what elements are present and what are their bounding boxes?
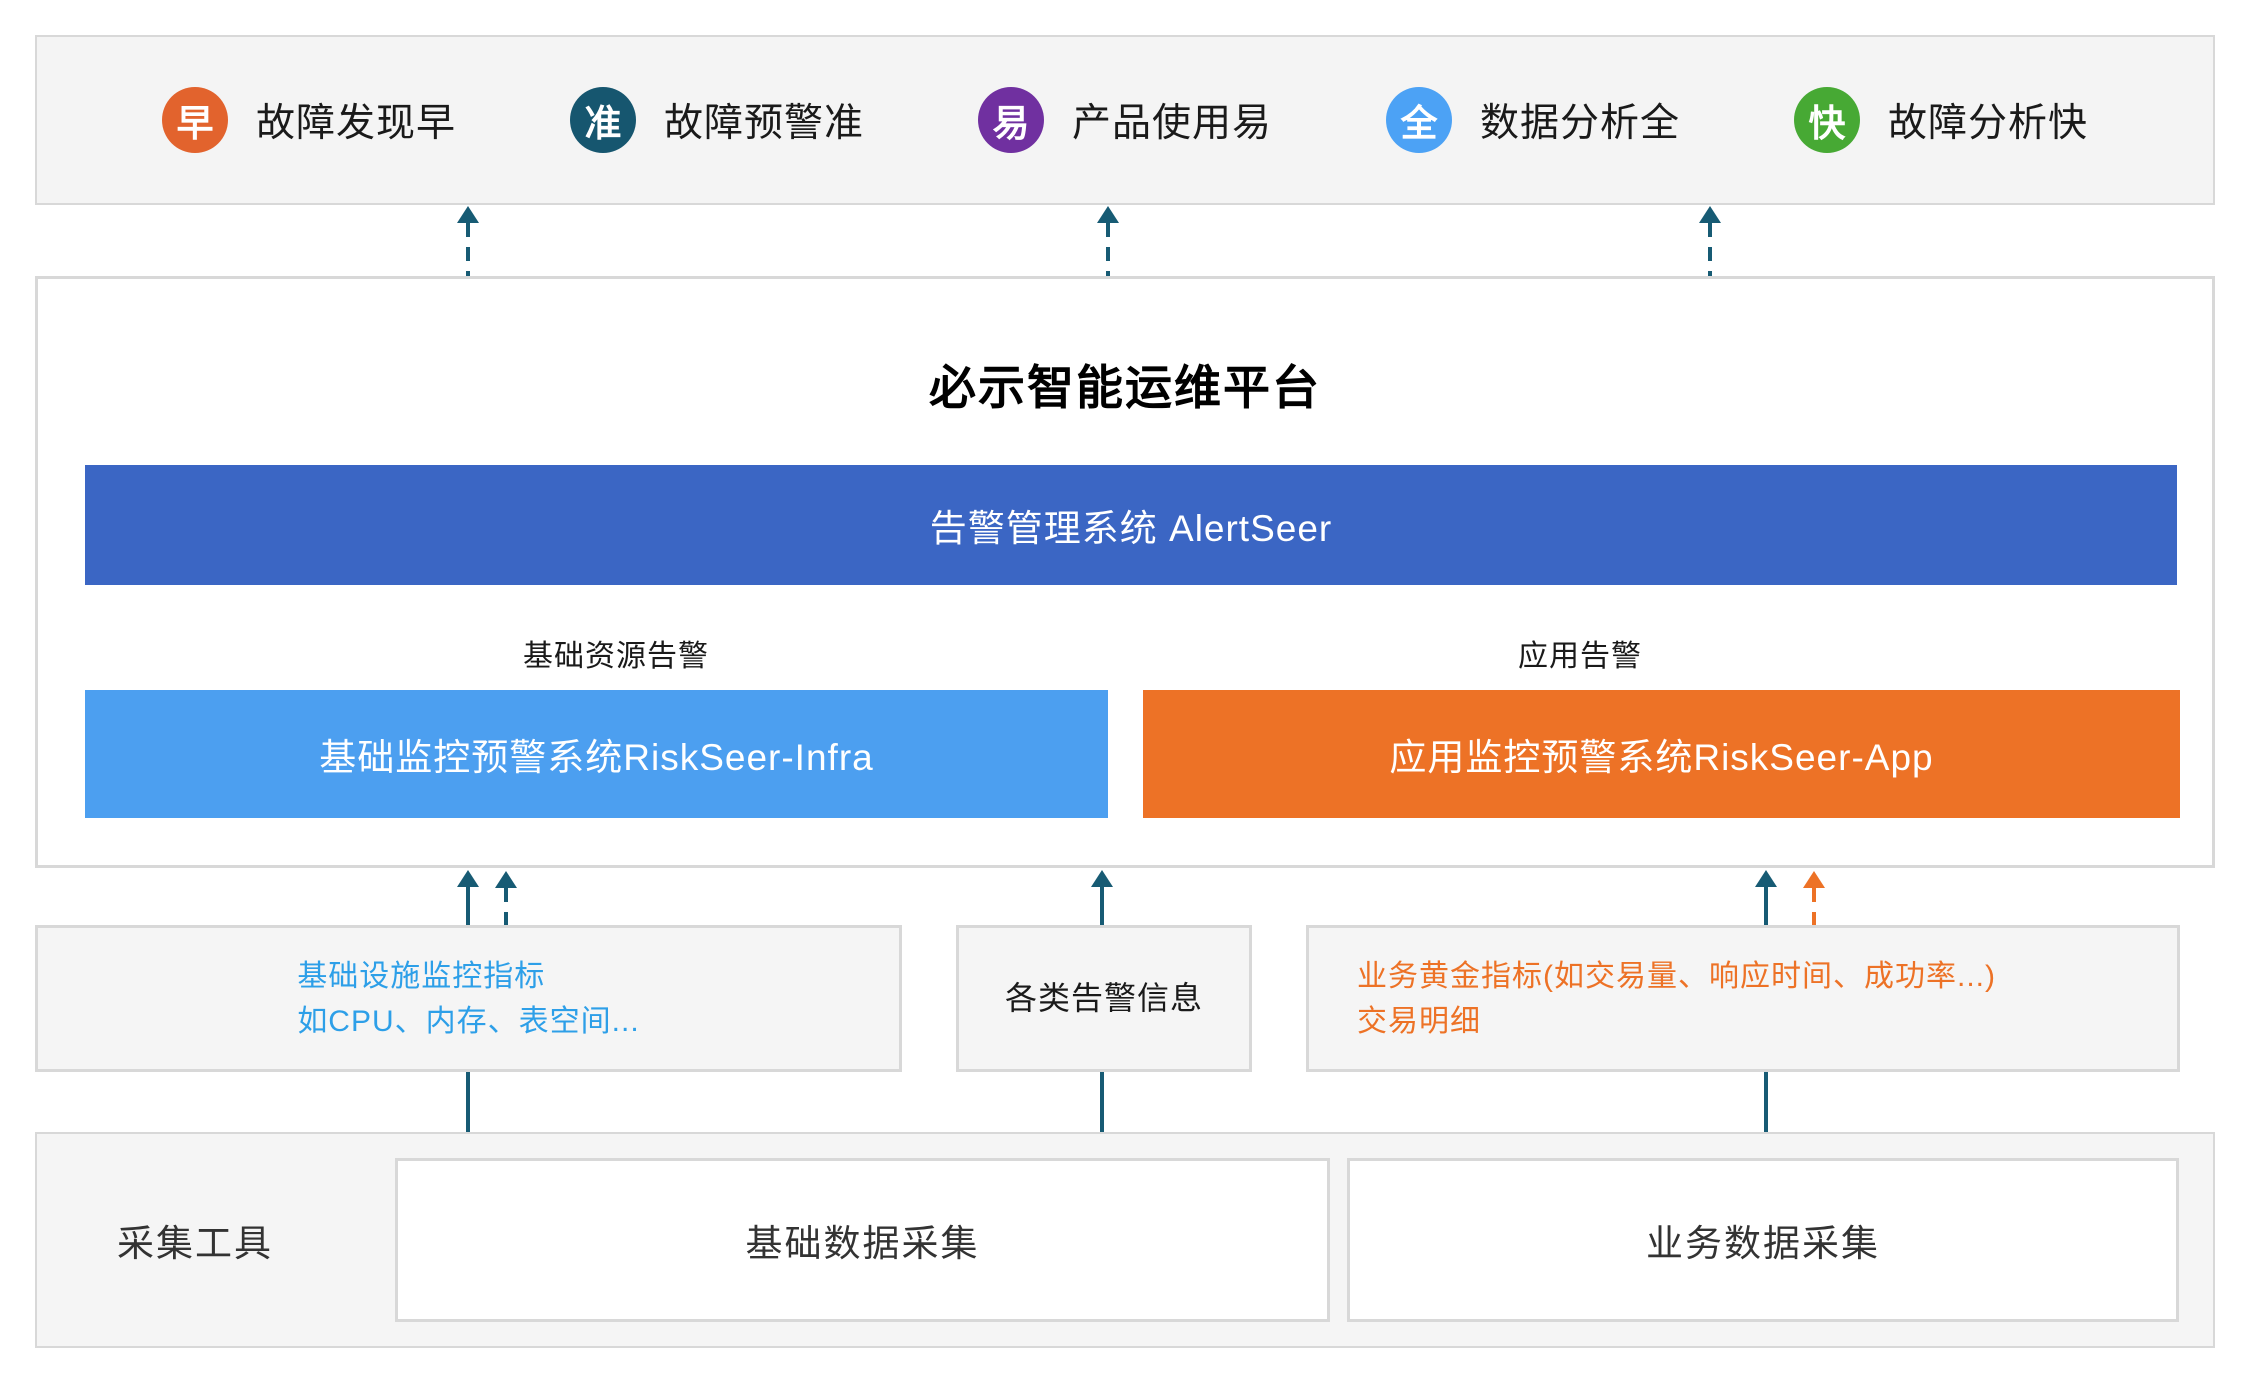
business-metrics-box: 业务黄金指标(如交易量、响应时间、成功率...) 交易明细 [1306, 925, 2180, 1072]
solid-arrow-up-icon [1755, 870, 1777, 925]
feature-label: 产品使用易 [1071, 102, 1272, 145]
infra-flow-label: 基础资源告警 [523, 640, 709, 673]
feature-label: 故障发现早 [256, 102, 457, 145]
solid-arrow-up-icon [1091, 870, 1113, 925]
feature-badge-icon: 全 [1385, 87, 1452, 153]
feature-label: 故障分析快 [1887, 102, 2088, 145]
infra-metrics-line2: 如CPU、内存、表空间... [297, 1004, 640, 1038]
feature-item: 准故障预警准 [569, 87, 864, 153]
feature-item: 早故障发现早 [162, 87, 456, 153]
collection-label: 采集工具 [117, 1223, 273, 1264]
alerts-info-box: 各类告警信息 [956, 925, 1252, 1072]
feature-badge-icon: 早 [162, 87, 228, 153]
business-data-collection-box: 业务数据采集 [1347, 1158, 2179, 1322]
basic-data-collection-box: 基础数据采集 [395, 1158, 1330, 1322]
dashed-arrow-up-icon [457, 206, 479, 276]
platform-title: 必示智能运维平台 [929, 361, 1321, 414]
feature-badge-icon: 易 [977, 87, 1044, 153]
connector-line [1764, 1072, 1768, 1132]
feature-item: 全数据分析全 [1385, 87, 1680, 153]
platform-box: 必示智能运维平台 告警管理系统 AlertSeer 基础资源告警 应用告警 基础… [35, 276, 2215, 967]
collection-section: 采集工具 基础数据采集 业务数据采集 [35, 1132, 2215, 1348]
alerts-info-text: 各类告警信息 [1004, 980, 1203, 1016]
features-bar: 早故障发现早 准故障预警准 易产品使用易 全数据分析全 快故障分析快 [35, 35, 2215, 205]
dashed-arrow-up-icon [1097, 206, 1119, 276]
feature-label: 数据分析全 [1479, 102, 1680, 145]
feature-badge-icon: 准 [569, 87, 636, 153]
solid-arrow-up-icon [457, 870, 479, 925]
feature-item: 易产品使用易 [977, 87, 1272, 153]
connector-line [466, 1072, 470, 1132]
infra-metrics-line1: 基础设施监控指标 [297, 959, 546, 993]
business-metrics-line2: 交易明细 [1357, 1004, 1481, 1038]
riskseer-infra-bar: 基础监控预警系统RiskSeer-Infra [85, 690, 1108, 818]
alertseer-bar: 告警管理系统 AlertSeer [85, 465, 2177, 585]
connector-line [1100, 1072, 1104, 1132]
feature-label: 故障预警准 [663, 102, 864, 145]
feature-item: 快故障分析快 [1793, 87, 2088, 153]
feature-badge-icon: 快 [1793, 87, 1860, 153]
riskseer-app-bar: 应用监控预警系统RiskSeer-App [1143, 690, 2180, 818]
app-flow-label: 应用告警 [1518, 640, 1642, 673]
business-metrics-line1: 业务黄金指标(如交易量、响应时间、成功率...) [1357, 959, 1996, 993]
dashed-arrow-up-icon [1699, 206, 1721, 276]
infra-metrics-box: 基础设施监控指标 如CPU、内存、表空间... [35, 925, 902, 1072]
